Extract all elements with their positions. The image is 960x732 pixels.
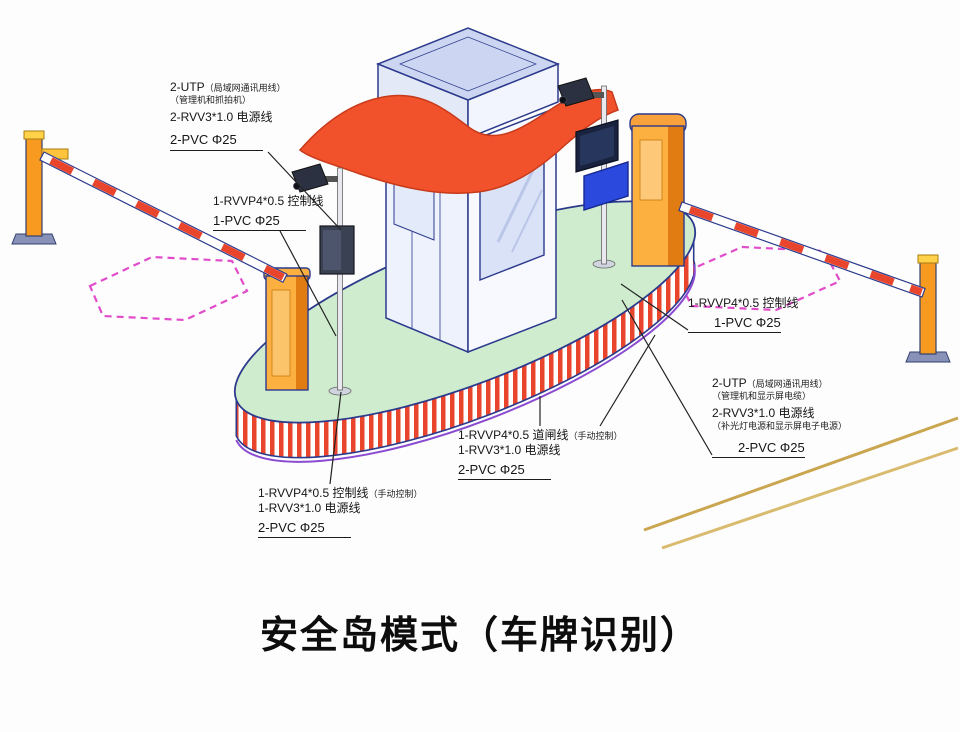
conduit-spec: 2-PVC Φ25: [458, 462, 551, 481]
island-bottom-trim: [235, 264, 696, 463]
ground-loop-left: [88, 255, 249, 322]
left-barrier-cabinet: [263, 267, 311, 391]
control-box: [319, 225, 355, 275]
cable-spec: 2-RVV3*1.0 电源线: [712, 406, 815, 421]
cable-label-right-mid: 1-RVVP4*0.5 控制线 1-PVC Φ25: [688, 296, 799, 334]
cable-label-right-low: 2-UTP（局域网通讯用线） （管理机和显示屏电缆） 2-RVV3*1.0 电源…: [712, 376, 847, 458]
road-lines: [643, 416, 959, 550]
ground-loop-right: [674, 245, 842, 312]
left-barrier-gate: [11, 130, 311, 391]
right-gate-post: [905, 254, 951, 363]
cable-label-lower-left: 1-RVVP4*0.5 控制线（手动控制） 1-RVV3*1.0 电源线 2-P…: [258, 486, 423, 539]
camera-pole-left: [291, 163, 355, 396]
cable-spec: 1-RVVP4*0.5 控制线: [213, 194, 324, 208]
right-barrier-gate: [629, 113, 951, 363]
leader-lines: [267, 151, 713, 485]
cable-spec: 2-RVV3*1.0 电源线: [170, 110, 273, 125]
conduit-spec: 1-PVC Φ25: [688, 315, 781, 334]
cable-spec: 1-RVVP4*0.5 控制线: [258, 486, 369, 500]
cable-note: （局域网通讯用线）: [746, 379, 828, 389]
cable-note: （手动控制）: [368, 489, 423, 499]
cable-note: （局域网通讯用线）: [204, 83, 286, 93]
cable-label-top-left: 2-UTP（局域网通讯用线） （管理机和抓拍机） 2-RVV3*1.0 电源线 …: [170, 80, 286, 151]
canopy-roof: [298, 88, 619, 194]
conduit-spec: 2-PVC Φ25: [170, 132, 263, 151]
left-gate-post: [11, 130, 69, 245]
conduit-spec: 1-PVC Φ25: [213, 213, 306, 232]
cable-label-center: 1-RVVP4*0.5 道闸线（手动控制） 1-RVV3*1.0 电源线 2-P…: [458, 428, 623, 481]
cable-spec: 1-RVVP4*0.5 控制线: [688, 296, 799, 310]
right-barrier-cabinet: [629, 113, 687, 267]
cable-spec: 2-UTP: [712, 376, 747, 390]
conduit-spec: 2-PVC Φ25: [712, 440, 805, 458]
cable-note: （管理机和显示屏电缆）: [712, 391, 812, 401]
cable-spec: 1-RVVP4*0.5 道闸线: [458, 428, 569, 442]
cable-spec: 1-RVV3*1.0 电源线: [458, 443, 561, 457]
cable-spec: 1-RVV3*1.0 电源线: [258, 501, 361, 515]
guard-booth: [298, 27, 619, 354]
led-display: [583, 161, 629, 211]
right-barrier-arm: [678, 201, 926, 298]
conduit-spec: 2-PVC Φ25: [258, 520, 351, 539]
cable-label-left: 1-RVVP4*0.5 控制线 1-PVC Φ25: [213, 194, 324, 232]
cable-note: （手动控制）: [568, 431, 623, 441]
camera-pole-right: [557, 77, 629, 269]
monitor-screen: [575, 119, 619, 173]
cable-note: （补光灯电源和显示屏电子电源）: [712, 421, 848, 432]
page-title: 安全岛模式（车牌识别）: [259, 615, 700, 657]
left-barrier-arm: [39, 151, 288, 284]
cable-spec: 2-UTP: [170, 80, 205, 94]
cable-note: （管理机和抓拍机）: [170, 95, 252, 105]
